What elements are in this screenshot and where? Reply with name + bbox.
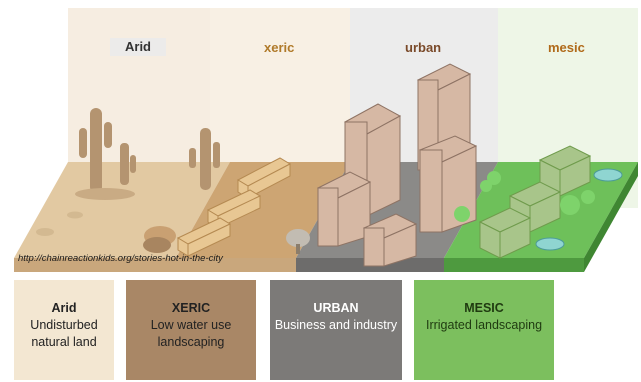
zone-header-urban: urban (405, 40, 441, 55)
zone-header-arid-label: Arid (125, 39, 151, 54)
card-urban: URBAN Business and industry (270, 280, 402, 380)
card-xeric-line-1: Low water use (150, 318, 232, 332)
zone-header-xeric: xeric (264, 40, 294, 55)
card-arid-line-1: Undisturbed (30, 318, 98, 332)
card-arid-line-2: natural land (31, 335, 97, 349)
card-mesic: MESIC Irrigated landscaping (414, 280, 554, 380)
card-arid: Arid Undisturbed natural land (14, 280, 114, 380)
tree-icon (454, 171, 595, 222)
landscape-illustration (14, 8, 638, 272)
zone-header-mesic-label: mesic (548, 40, 585, 55)
zone-header-arid: Arid (110, 38, 166, 56)
card-mesic-line-1: Irrigated landscaping (425, 318, 543, 332)
card-xeric: XERIC Low water use landscaping (126, 280, 256, 380)
card-mesic-title: MESIC (464, 301, 504, 315)
cactus-icon (79, 108, 220, 193)
zone-header-urban-label: urban (405, 40, 442, 55)
card-urban-line-1: Business and industry (274, 318, 398, 332)
card-arid-title: Arid (51, 301, 77, 315)
card-urban-title: URBAN (313, 301, 359, 315)
source-credit: http://chainreactionkids.org/stories-hot… (18, 253, 223, 264)
zone-header-xeric-label: xeric (264, 40, 295, 55)
zone-header-mesic: mesic (548, 40, 585, 55)
card-xeric-title: XERIC (171, 301, 211, 315)
card-xeric-line-2: landscaping (157, 335, 225, 349)
